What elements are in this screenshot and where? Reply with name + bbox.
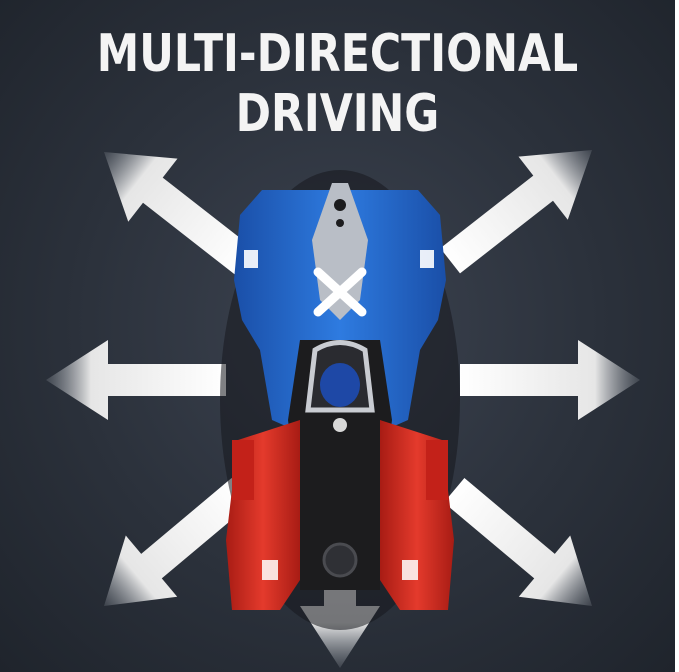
headline-line-1: MULTI-DIRECTIONAL	[96, 24, 579, 84]
race-car-icon	[220, 170, 460, 630]
arrow-icon-up-right	[425, 118, 617, 293]
x-emblem-icon	[313, 267, 367, 317]
arrow-icon-left	[46, 340, 226, 420]
arrow-icon-right	[460, 340, 640, 420]
headline: MULTI-DIRECTIONAL DRIVING	[61, 24, 615, 144]
arrow-icon-down-right	[428, 459, 618, 637]
headline-line-2: DRIVING	[235, 84, 440, 144]
